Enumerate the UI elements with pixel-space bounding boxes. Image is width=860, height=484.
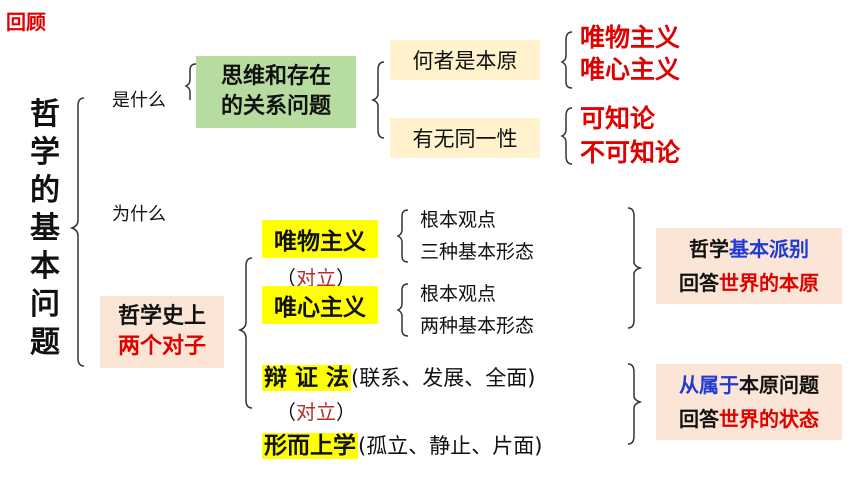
root-title: 哲学的基本问题 xyxy=(30,97,60,360)
aspect-origin-box: 何者是本原 xyxy=(390,40,540,80)
metaphysics-note: (孤立、静止、片面) xyxy=(358,434,543,458)
origin-answers-bracket xyxy=(560,31,573,89)
aspect-identity: 有无同一性 xyxy=(412,127,518,151)
opposition-2-open: （ xyxy=(276,400,296,424)
dialectics-row: 辩 证 法(联系、发展、全面) xyxy=(262,358,535,392)
identity-answers-bracket xyxy=(560,107,573,165)
summary-2-box: 从属于本原问题 回答世界的状态 xyxy=(656,364,842,440)
pairs-line-2: 两个对子 xyxy=(117,334,206,359)
idealism-item-1: 根本观点 xyxy=(420,283,497,305)
metaphysics-label: 形而上学 xyxy=(262,433,358,459)
summary-1-line-2: 回答世界的本原 xyxy=(679,266,819,300)
summary-1-line-1: 哲学基本派别 xyxy=(689,232,809,266)
metaphysics-row: 形而上学(孤立、静止、片面) xyxy=(262,426,542,460)
idealism-box: 唯心主义 xyxy=(262,286,378,324)
idealism-label: 唯心主义 xyxy=(274,295,366,321)
top-bracket xyxy=(184,63,197,100)
summary-1-line-1-plain: 哲学 xyxy=(689,237,729,261)
answer-knowable: 可知论 xyxy=(580,104,656,133)
summary-2-line-1-plain: 本原问题 xyxy=(739,373,819,397)
materialism-label: 唯物主义 xyxy=(274,229,366,255)
opposition-1-close: ） xyxy=(336,266,356,290)
opposition-2-close: ） xyxy=(336,400,356,424)
answer-idealism: 唯心主义 xyxy=(580,55,681,84)
pairs-bracket xyxy=(237,257,253,409)
summary-1-line-2-plain: 回答 xyxy=(679,271,719,295)
corner-label: 回顾 xyxy=(6,10,46,34)
materialism-items: 根本观点 三种基本形态 xyxy=(420,204,534,268)
root-bracket xyxy=(69,97,85,367)
identity-answers: 可知论 不可知论 xyxy=(580,102,680,170)
materialism-box: 唯物主义 xyxy=(262,220,378,258)
summary-1-line-1-em: 基本派别 xyxy=(729,237,809,261)
dialectics-note: (联系、发展、全面) xyxy=(351,366,536,390)
aspects-bracket xyxy=(370,61,385,139)
pairs-box: 哲学史上 两个对子 xyxy=(100,296,224,368)
materialism-items-bracket xyxy=(396,209,409,263)
summary-1-line-2-em: 世界的本原 xyxy=(719,271,819,295)
question-why: 为什么 xyxy=(112,204,166,225)
dialectics-label: 辩 证 法 xyxy=(262,365,352,391)
summary-2-line-2: 回答世界的状态 xyxy=(679,402,819,436)
summary-2-line-2-plain: 回答 xyxy=(679,407,719,431)
question-what: 是什么 xyxy=(112,90,166,111)
opposition-2-text: 对立 xyxy=(296,400,336,424)
summary-2-line-2-em: 世界的状态 xyxy=(719,407,819,431)
idealism-item-2: 两种基本形态 xyxy=(420,315,535,337)
idealism-items: 根本观点 两种基本形态 xyxy=(420,278,534,342)
answer-materialism: 唯物主义 xyxy=(580,23,681,52)
summary-2-line-1-em: 从属于 xyxy=(679,373,739,397)
opposition-2: （对立） xyxy=(276,396,356,425)
origin-answers: 唯物主义 唯心主义 xyxy=(580,22,680,86)
pairs-line-1: 哲学史上 xyxy=(117,304,206,329)
materialism-item-1: 根本观点 xyxy=(420,209,497,231)
answer-unknowable: 不可知论 xyxy=(580,138,681,167)
summary-1-box: 哲学基本派别 回答世界的本原 xyxy=(656,228,842,304)
summary-2-line-1: 从属于本原问题 xyxy=(679,368,819,402)
isms-summary-bracket xyxy=(627,207,643,329)
idealism-items-bracket xyxy=(396,283,409,337)
aspect-origin: 何者是本原 xyxy=(412,49,518,73)
core-question-line-1: 思维和存在 xyxy=(220,64,331,89)
opposition-1-open: （ xyxy=(276,266,296,290)
materialism-item-2: 三种基本形态 xyxy=(420,241,535,263)
core-question-box: 思维和存在 的关系问题 xyxy=(196,56,356,128)
methods-summary-bracket xyxy=(627,363,643,445)
core-question-line-2: 的关系问题 xyxy=(220,94,331,119)
aspect-identity-box: 有无同一性 xyxy=(390,118,540,158)
